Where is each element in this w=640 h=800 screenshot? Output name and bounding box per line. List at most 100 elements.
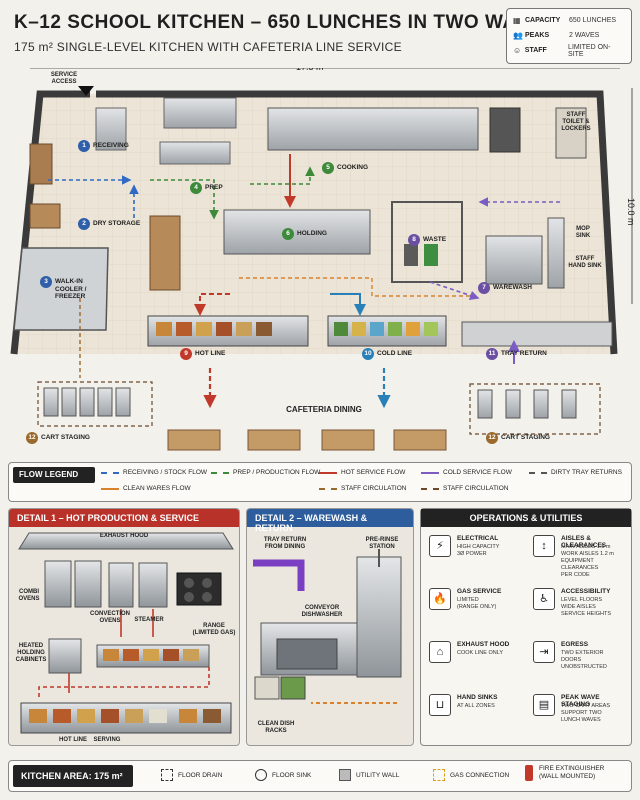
zone-number: 10 (362, 348, 374, 360)
ops-item-desc: MAIN AISLES 1.5 m WORK AISLES 1.2 m EQUI… (561, 544, 614, 578)
receiving-scale (95, 107, 127, 151)
convection-oven (108, 562, 134, 608)
floor-plan-svg: 17.5 m 10.0 m (10, 68, 636, 451)
zone-label: WAREWASH (493, 284, 532, 291)
ops-item-title: PEAK WAVE STAGING (561, 694, 600, 708)
heated-holding-label: HEATED HOLDING CABINETS (15, 643, 47, 663)
detail-1-flow-arrows (38, 609, 210, 699)
receiving-shelf (29, 143, 53, 185)
legend-line-swatch (319, 487, 337, 490)
legend-item-label: STAFF CIRCULATION (341, 485, 407, 492)
combi-oven-bank (163, 97, 237, 129)
steamer-unit (138, 562, 168, 608)
combi-oven-2 (74, 560, 102, 608)
range-label: RANGE (LIMITED GAS) (192, 623, 236, 636)
staff-icon: ☺ (513, 46, 522, 55)
cart-staging-west (37, 381, 153, 427)
floor-sink-icon (255, 769, 267, 781)
ops-item-desc: TWO EXTERIOR DOORS UNOBSTRUCTED (561, 650, 607, 670)
zone-label: DRY STORAGE (93, 220, 141, 227)
detail-2-panel: DETAIL 2 – WAREWASH & RETURN TRAY RETURN… (246, 508, 414, 746)
legend-item-label: COLD SERVICE FLOW (443, 469, 512, 476)
holding-cabinets (223, 209, 371, 255)
sink-icon: ⊔ (429, 694, 451, 716)
ops-item-title: ACCESSIBILITY (561, 588, 611, 595)
steamer-label: STEAMER (134, 617, 164, 623)
cold-line-pans (334, 322, 438, 336)
zone-number: 4 (190, 182, 202, 194)
legend-item: CLEAN WARES FLOW (101, 485, 191, 492)
holding-pans (103, 649, 199, 661)
staff-toilet-label: STAFF TOILET & LOCKERS (561, 112, 591, 132)
floor-plan: 17.5 m 10.0 m (0, 68, 640, 460)
ops-item-desc: HIGH CAPACITY 3Ø POWER (457, 544, 500, 557)
ops-item-desc: AT ALL ZONES (457, 703, 495, 709)
floor-sink-key: FLOOR SINK (255, 769, 311, 781)
detail-2-drawing (253, 549, 402, 704)
header: K–12 SCHOOL KITCHEN – 650 LUNCHES IN TWO… (0, 0, 640, 68)
detail-1-panel: DETAIL 1 – HOT PRODUCTION & SERVICE (8, 508, 240, 746)
kitchen-area-label: KITCHEN AREA: 175 m² (13, 765, 133, 787)
zone-label: COLD LINE (377, 350, 413, 357)
grid-icon: ▦ (513, 16, 521, 25)
gas-connection-key: GAS CONNECTION (433, 769, 509, 781)
waste-bin (404, 244, 418, 266)
zone-label: CART STAGING (501, 434, 550, 441)
clean-racks-label: CLEAN DISH RACKS (257, 721, 295, 734)
ops-item-title: HAND SINKS (457, 694, 498, 701)
ops-item-desc: LIMITED (RANGE ONLY) (457, 597, 497, 610)
spec-capacity: ▦ CAPACITY 650 LUNCHES (513, 16, 617, 25)
legend-item-label: HOT SERVICE FLOW (341, 469, 406, 476)
fire-extinguisher-icon (525, 765, 533, 781)
hot-line-label: HOT LINE (59, 737, 87, 743)
dishwasher-machine (485, 235, 543, 285)
floor-drain-key: FLOOR DRAIN (161, 769, 222, 781)
pre-rinse-station (356, 556, 402, 678)
dishwasher-door (276, 638, 338, 670)
tray-return-conveyor (253, 559, 305, 591)
zone-number: 12 (486, 432, 498, 444)
cafeteria-dining-label: CAFETERIA DINING (286, 405, 362, 414)
fire-extinguisher-key: FIRE EXTINGUISHER (WALL MOUNTED) (525, 765, 604, 781)
dining-tables (167, 429, 447, 451)
cook-line (267, 107, 479, 151)
legend-item: STAFF CIRCULATION (421, 485, 508, 492)
utility-wall-key: UTILITY WALL (339, 769, 399, 781)
pre-rinse-label: PRE-RINSE STATION (365, 537, 399, 550)
combi-ovens-label: COMBI OVENS (18, 589, 40, 602)
convection-ovens-label: CONVECTION OVENS (89, 611, 130, 624)
legend-title: FLOW LEGEND (13, 467, 95, 483)
floor-drain-icon (161, 769, 173, 781)
legend-item-label: CLEAN WARES FLOW (123, 485, 191, 492)
legend-item: STAFF CIRCULATION (319, 485, 406, 492)
spec-peaks: 👥 PEAKS 2 WAVES (513, 31, 600, 40)
flow-arrows (48, 154, 560, 409)
waste-room (391, 201, 463, 283)
staff-hand-sink-label: STAFF HAND SINK (568, 256, 602, 269)
north-east-wall (96, 90, 618, 355)
serving-pans (29, 709, 221, 723)
hood-icon: ⌂ (429, 641, 451, 663)
ops-item-title: AISLES & CLEARANCES (561, 535, 607, 549)
legend-item: DIRTY TRAY RETURNS (529, 469, 622, 476)
dry-storage-rack (29, 203, 61, 229)
exit-icon: ⇥ (533, 641, 555, 663)
warewash-counter (547, 217, 565, 289)
legend-item: COLD SERVICE FLOW (421, 469, 512, 476)
combi-oven-1 (44, 560, 72, 608)
carts-west (43, 387, 131, 417)
ops-item-title: ELECTRICAL (457, 535, 499, 542)
prep-rack (149, 215, 181, 291)
zone-label: PREP (205, 184, 223, 191)
tray-return-label: TRAY RETURN FROM DINING (263, 537, 307, 550)
